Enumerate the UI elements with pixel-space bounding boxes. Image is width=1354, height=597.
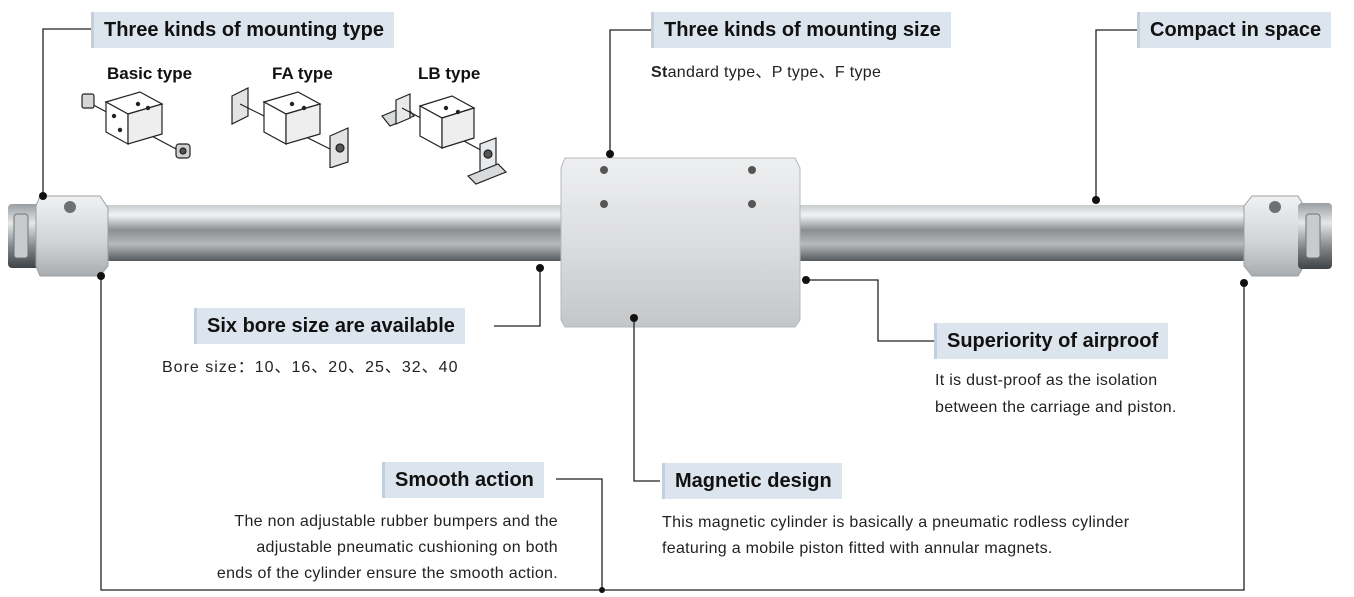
smooth-text-line2: adjustable pneumatic cushioning on both — [256, 539, 558, 556]
callout-airproof: Superiority of airproof — [934, 323, 1169, 359]
smooth-text-line3: ends of the cylinder ensure the smooth a… — [216, 565, 558, 582]
leader-lines — [42, 28, 1245, 591]
mounting-type-fa-label: FA type — [272, 64, 333, 83]
airproof-text-line1: It is dust-proof as the isolation — [935, 372, 1158, 389]
carriage-block — [560, 157, 801, 328]
callout-compact: Compact in space — [1137, 12, 1332, 48]
airproof-text-line2: between the carriage and piston. — [935, 399, 1177, 416]
basic-type-cylinder-icon — [81, 91, 191, 159]
mounting-size-text-rest: andard type、P type、F type — [667, 64, 882, 81]
bore-sizes-text: Bore size：10、16、20、25、32、40 — [162, 359, 459, 376]
smooth-text-line1: The non adjustable rubber bumpers and th… — [234, 513, 558, 530]
lb-type-cylinder-icon — [381, 93, 508, 185]
left-end-cap — [8, 195, 109, 277]
leader-dots — [39, 150, 1248, 593]
fa-type-cylinder-icon — [231, 87, 349, 168]
mounting-size-text: Standard type、P type、F type — [651, 60, 881, 85]
right-end-cap — [1243, 195, 1332, 277]
callout-mounting-size: Three kinds of mounting size — [651, 12, 951, 48]
mounting-type-lb-label: LB type — [418, 64, 481, 83]
callout-mounting-type: Three kinds of mounting type — [91, 12, 395, 48]
callout-magnetic: Magnetic design — [662, 463, 842, 499]
magnetic-text-line1: This magnetic cylinder is basically a pn… — [662, 514, 1130, 531]
mounting-type-basic-label: Basic type — [107, 64, 193, 83]
callout-smooth: Smooth action — [382, 462, 544, 498]
callout-bore: Six bore size are available — [194, 308, 465, 344]
magnetic-text-line2: featuring a mobile piston fitted with an… — [662, 540, 1053, 557]
mounting-size-text-prefix: St — [651, 64, 668, 81]
